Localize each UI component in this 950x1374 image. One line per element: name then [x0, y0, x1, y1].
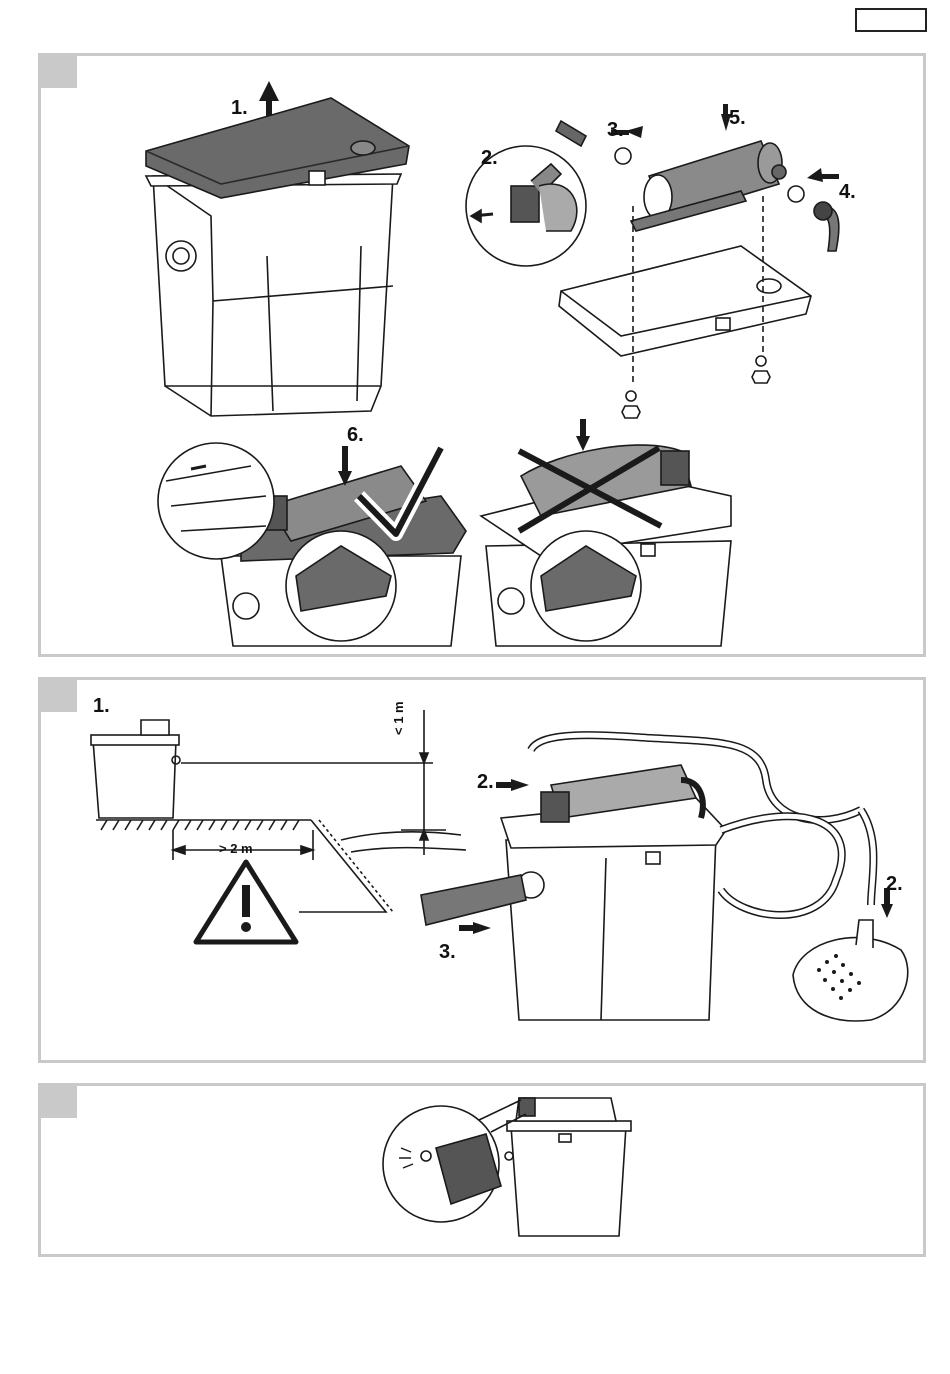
inlet-pipe — [421, 875, 526, 925]
step-label-4: 4. — [839, 181, 856, 203]
zoom-lid-latch-detail — [158, 443, 274, 559]
warning-triangle-icon — [196, 862, 296, 942]
ground-hatching — [96, 820, 466, 912]
step-label-6: 6. — [347, 424, 364, 446]
lid-flat-mounting — [559, 196, 811, 418]
step-label-5: 5. — [729, 107, 746, 129]
height-limit-label: < 1 m — [391, 701, 406, 735]
step-label-1: 1. — [93, 695, 110, 717]
filter-box-wrong-fit — [481, 445, 731, 646]
page-number-tab — [855, 8, 927, 32]
step-label-2: 2. — [481, 147, 498, 169]
panel-status-indicator — [38, 1083, 926, 1257]
step-label-1: 1. — [231, 97, 248, 119]
zoom-light-detail — [383, 1100, 526, 1222]
filter-box-open — [146, 174, 401, 416]
filter-box-side-view — [505, 1098, 631, 1236]
distance-label: > 2 m — [219, 841, 253, 856]
step-label-3: 3. — [607, 119, 624, 141]
panel-pond-setup: 1. 2. 2. 3. < 1 m > 2 m — [38, 677, 926, 1063]
filter-box-with-uv — [501, 765, 726, 1020]
hose-connector-right — [788, 186, 839, 251]
illustration-pond-setup: 1. 2. 2. 3. < 1 m > 2 m — [41, 680, 923, 1060]
pond-pump — [793, 920, 908, 1021]
step-label-2a: 2. — [477, 771, 494, 793]
illustration-status-light — [41, 1086, 923, 1254]
illustration-uv-mounting: 1. 2. 3. 4. 5. 6. — [41, 56, 923, 654]
filter-box-small — [91, 720, 180, 818]
step-label-2b: 2. — [886, 873, 903, 895]
panel-installation-uv-unit: 1. 2. 3. 4. 5. 6. — [38, 53, 926, 657]
step-label-3: 3. — [439, 941, 456, 963]
